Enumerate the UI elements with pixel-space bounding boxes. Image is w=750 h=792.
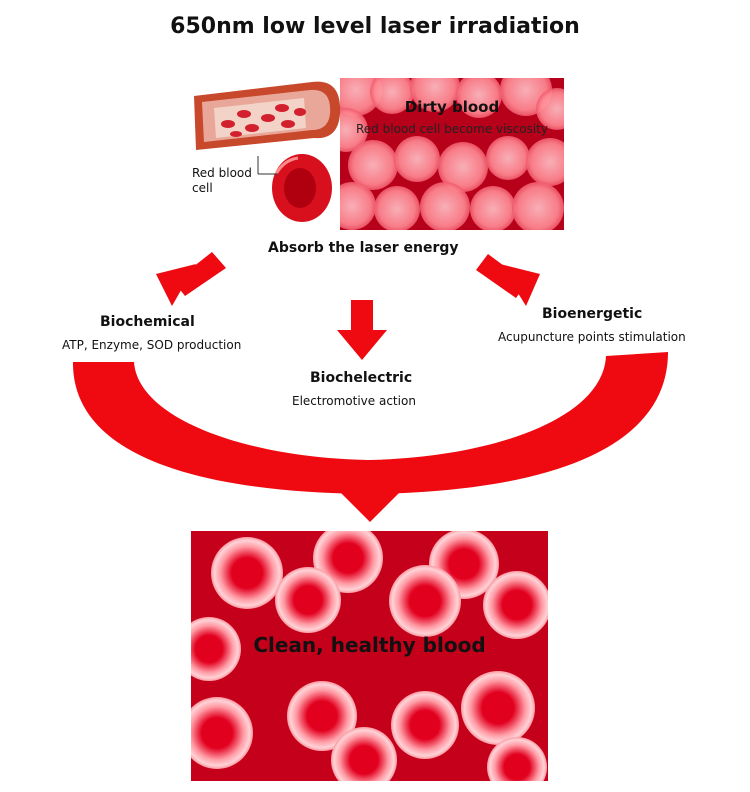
red-blood-cell-label: Red blood cell <box>192 166 252 195</box>
biochemical-subtitle: ATP, Enzyme, SOD production <box>62 338 242 352</box>
clean-blood-panel: Clean, healthy blood <box>191 531 548 781</box>
arrow-to-biochelectric <box>337 300 387 360</box>
diagram-title: 650nm low level laser irradiation <box>170 14 580 39</box>
vessel-blood-cells <box>221 104 306 137</box>
converging-arc <box>72 352 668 494</box>
bioenergetic-subtitle: Acupuncture points stimulation <box>498 330 686 344</box>
biochelectric-subtitle: Electromotive action <box>292 394 416 408</box>
biochelectric-title: Biochelectric <box>310 370 413 386</box>
dirty-blood-subtitle: Red blood cell become viscosity <box>356 122 548 136</box>
vessel-illustration: Red blood cell <box>192 78 342 228</box>
dirty-blood-title: Dirty blood <box>404 98 500 116</box>
absorb-label: Absorb the laser energy <box>268 240 459 256</box>
arrow-to-biochemical <box>156 252 226 306</box>
biochemical-title: Biochemical <box>100 314 195 330</box>
dirty-blood-panel: Dirty blood Red blood cell become viscos… <box>340 78 564 230</box>
clean-blood-label: Clean, healthy blood <box>253 633 486 657</box>
bioenergetic-title: Bioenergetic <box>542 306 643 322</box>
arrow-to-bioenergetic <box>476 254 540 306</box>
arrow-to-clean-blood <box>340 480 400 522</box>
